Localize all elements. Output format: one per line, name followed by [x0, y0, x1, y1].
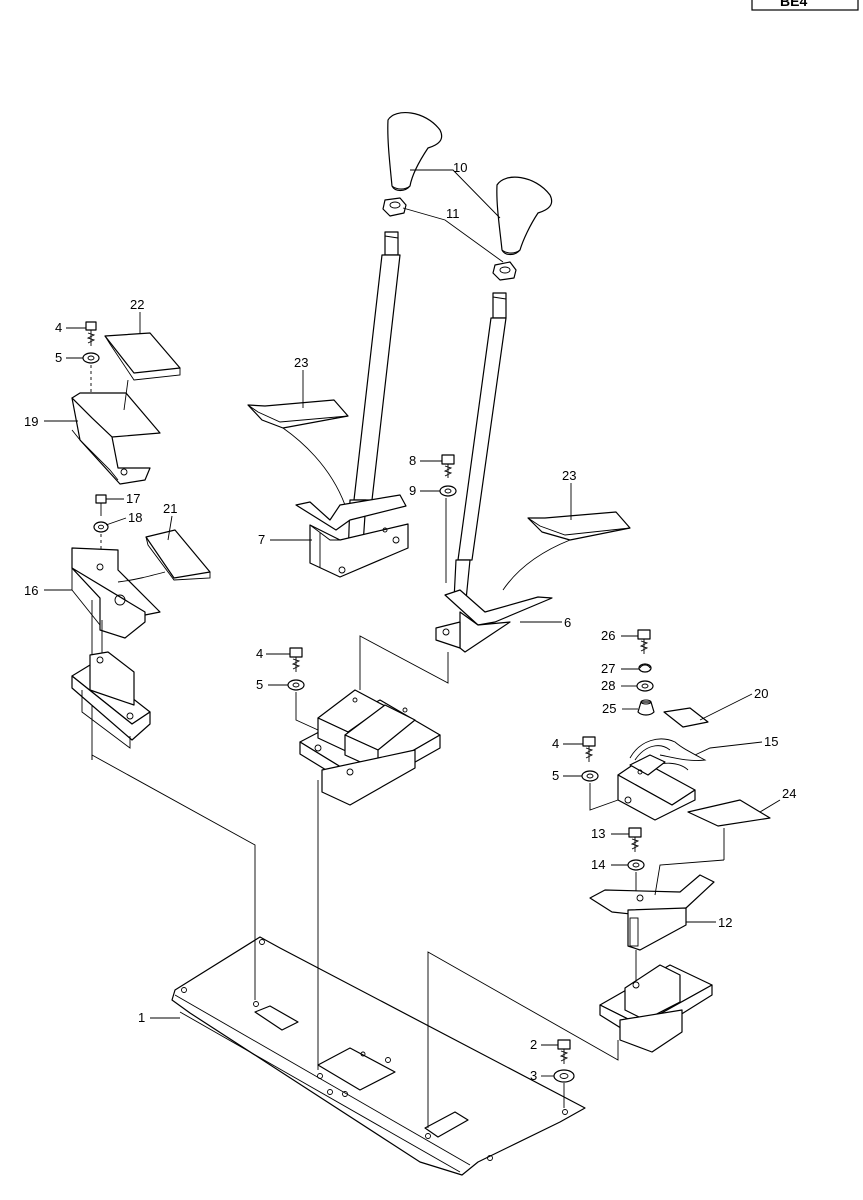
part-20-pad	[663, 707, 709, 728]
callout-22: 22	[130, 297, 144, 312]
part-21-pad	[145, 529, 211, 581]
part-11-nut-left	[382, 197, 407, 217]
callout-6: 6	[564, 615, 571, 630]
part-26-bolt	[637, 629, 651, 654]
callout-16: 16	[24, 583, 38, 598]
left-mount-block	[71, 651, 151, 749]
callout-2: 2	[530, 1037, 537, 1052]
part-6-lever-rod	[453, 292, 507, 601]
part-8-bolt	[441, 454, 455, 478]
part-14-washer	[627, 859, 645, 871]
part-5-washer-left	[82, 352, 100, 364]
part-10-knob-left	[387, 112, 443, 192]
part-4-bolt-left	[85, 321, 97, 346]
callout-23-center: 23	[294, 355, 308, 370]
callout-15: 15	[764, 734, 778, 749]
part-18-washer	[93, 521, 109, 533]
part-23-pad-center	[247, 399, 349, 506]
callout-8: 8	[409, 453, 416, 468]
callout-4-center: 4	[256, 646, 263, 661]
callout-5-right: 5	[552, 768, 559, 783]
guide-right-upper-block	[589, 783, 619, 811]
callout-25: 25	[602, 701, 616, 716]
callout-24: 24	[782, 786, 796, 801]
callout-27: 27	[601, 661, 615, 676]
callout-18: 18	[128, 510, 142, 525]
part-5-washer-center	[287, 679, 305, 691]
part-13-bolt	[628, 827, 642, 852]
callout-5-center: 5	[256, 677, 263, 692]
callout-labels: 1 2 3 4 4 4 5 5 5 6 7 8 9 10 11 12 13 14…	[24, 160, 796, 1083]
guide-center-block	[295, 692, 319, 731]
part-27-spring-washer	[638, 663, 652, 673]
part-16-lever-bracket	[71, 547, 166, 639]
part-24-pad	[687, 799, 771, 860]
right-upper-block	[617, 754, 696, 821]
callout-4-left: 4	[55, 320, 62, 335]
part-3-washer	[553, 1069, 575, 1083]
callout-11: 11	[446, 206, 460, 221]
leader-6-to-block	[359, 635, 449, 690]
callout-5-left: 5	[55, 350, 62, 365]
callout-10: 10	[453, 160, 467, 175]
part-5-washer-right	[581, 770, 599, 782]
callout-17: 17	[126, 491, 140, 506]
callout-14: 14	[591, 857, 605, 872]
callout-12: 12	[718, 915, 732, 930]
callout-4-right: 4	[552, 736, 559, 751]
callout-19: 19	[24, 414, 38, 429]
part-7-lever-bracket	[295, 494, 409, 578]
part-25-bushing	[637, 699, 655, 716]
part-6-lever-bracket	[435, 589, 553, 653]
part-1-base-plate	[171, 936, 586, 1176]
callout-13: 13	[591, 826, 605, 841]
part-4-bolt-right	[582, 736, 596, 762]
leader-right-to-plate	[427, 951, 619, 1128]
part-4-bolt-center	[289, 647, 303, 672]
part-9-washer	[439, 485, 457, 497]
callout-28: 28	[601, 678, 615, 693]
center-mount-block	[299, 689, 441, 806]
part-17-bolt	[95, 494, 107, 516]
callout-26: 26	[601, 628, 615, 643]
right-lower-block	[599, 964, 713, 1053]
callout-1: 1	[138, 1010, 145, 1025]
part-11-nut-right	[492, 261, 517, 281]
callout-21: 21	[163, 501, 177, 516]
part-22-pad	[104, 332, 181, 381]
part-12-lever-bracket	[589, 859, 725, 951]
callout-leaders	[44, 169, 781, 1077]
leader-left-block-to-plate	[91, 754, 256, 1000]
part-19-lever-bracket	[71, 392, 161, 485]
callout-9: 9	[409, 483, 416, 498]
callout-20: 20	[754, 686, 768, 701]
part-28-washer	[636, 680, 654, 692]
page-code-text: BE4	[780, 0, 807, 9]
callout-3: 3	[530, 1068, 537, 1083]
callout-7: 7	[258, 532, 265, 547]
part-23-pad-right	[502, 511, 631, 591]
callout-23-right: 23	[562, 468, 576, 483]
part-2-bolt	[557, 1039, 571, 1064]
part-10-knob-right	[496, 176, 553, 256]
page-code-box: BE4	[751, 0, 859, 11]
